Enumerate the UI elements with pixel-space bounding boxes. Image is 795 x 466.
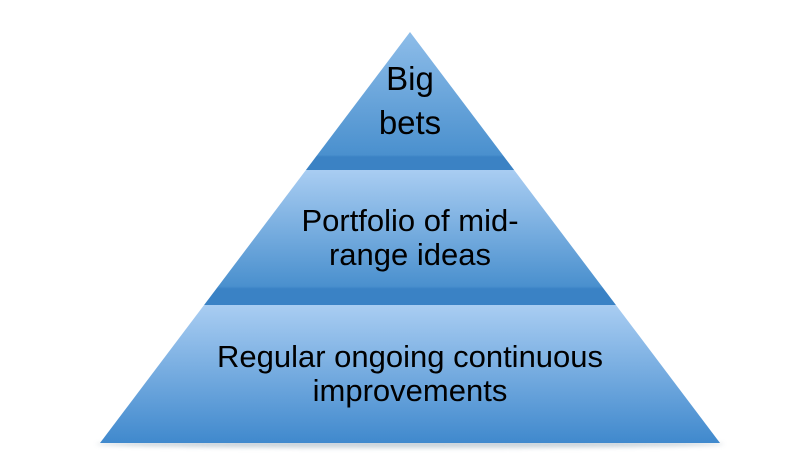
tier-label-line: Big xyxy=(386,60,434,97)
pyramid-diagram: Big bets Portfolio of mid- range ideas R… xyxy=(100,32,720,443)
tier-label-line: range ideas xyxy=(328,236,491,272)
pyramid-tier-big-bets: Big bets xyxy=(100,32,720,170)
tier-label-line: bets xyxy=(378,104,442,141)
tier-label-line: Regular ongoing continuous xyxy=(216,339,604,374)
tier-label-line: Portfolio of mid- xyxy=(301,202,519,238)
tier-label-line: improvements xyxy=(312,373,508,408)
pyramid-tier-continuous-improvements: Regular ongoing continuous improvements xyxy=(100,305,720,443)
pyramid-tier-portfolio-mid-range: Portfolio of mid- range ideas xyxy=(100,170,720,305)
pyramid-base-shadow xyxy=(96,440,724,448)
